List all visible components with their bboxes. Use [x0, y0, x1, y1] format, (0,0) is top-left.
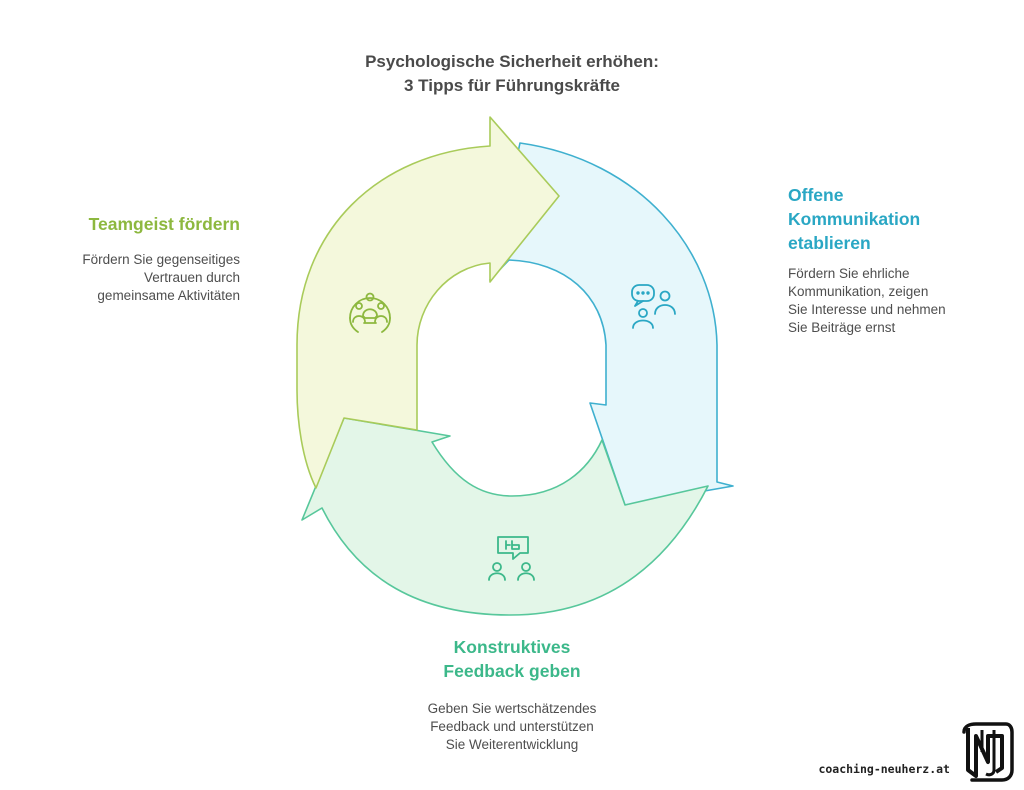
nj-logo-icon [962, 722, 1014, 782]
feedback-heading: Konstruktives Feedback geben [443, 637, 581, 681]
kommunikation-description: Fördern Sie ehrliche Kommunikation, zeig… [788, 266, 946, 335]
arrow-kommunikation [489, 142, 734, 506]
team-group-icon [349, 292, 391, 333]
arrow-feedback [301, 417, 709, 616]
feedback-description: Geben Sie wertschätzendes Feedback und u… [427, 701, 597, 752]
arrow-teamgeist [296, 116, 560, 489]
site-footer-link[interactable]: coaching-neuherz.at [818, 762, 950, 776]
teamgeist-heading: Teamgeist fördern [88, 214, 240, 234]
conversation-icon [631, 284, 676, 329]
teamgeist-description: Fördern Sie gegenseitiges Vertrauen durc… [82, 252, 240, 303]
feedback-icon [488, 536, 535, 581]
kommunikation-heading: Offene Kommunikation etablieren [788, 185, 921, 253]
title-line-2: 3 Tipps für Führungskräfte [404, 76, 620, 95]
diagram-title: Psychologische Sicherheit erhöhen: 3 Tip… [262, 50, 762, 98]
title-line-1: Psychologische Sicherheit erhöhen: [365, 52, 659, 71]
